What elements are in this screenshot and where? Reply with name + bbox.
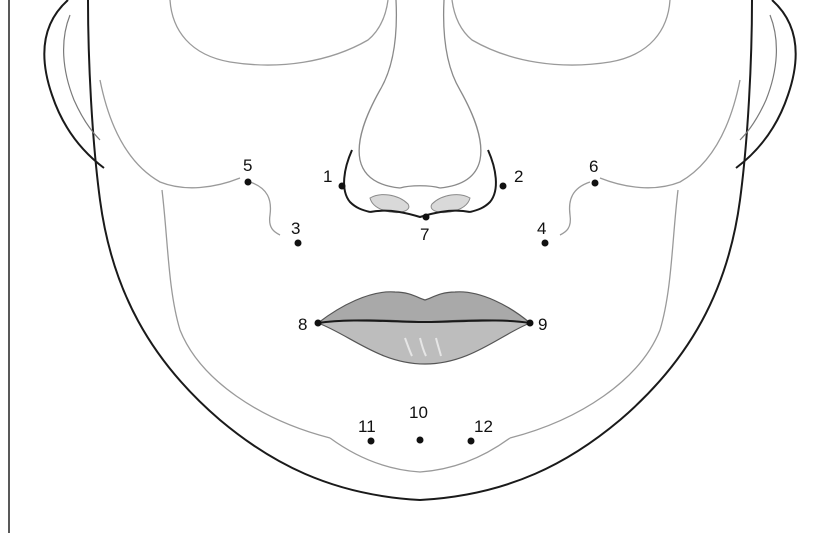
landmark-label-7: 7 bbox=[420, 225, 429, 244]
left-ear bbox=[44, 0, 104, 168]
landmark-label-11: 11 bbox=[358, 417, 376, 436]
right-ear-inner bbox=[740, 15, 776, 140]
landmark-dot-3 bbox=[295, 240, 302, 247]
landmark-dot-9 bbox=[527, 320, 534, 327]
landmark-dot-7 bbox=[423, 214, 430, 221]
landmark-label-4: 4 bbox=[537, 219, 546, 238]
landmark-dot-6 bbox=[592, 180, 599, 187]
landmark-dot-12 bbox=[468, 438, 475, 445]
upper-lip bbox=[318, 292, 530, 323]
landmark-label-8: 8 bbox=[298, 315, 307, 334]
landmark-label-12: 12 bbox=[474, 417, 493, 436]
right-ear bbox=[736, 0, 796, 168]
lower-lip bbox=[318, 320, 530, 364]
nose-base bbox=[370, 211, 470, 217]
right-zygoma-line bbox=[600, 80, 740, 188]
left-nostril bbox=[370, 195, 409, 213]
landmark-dot-5 bbox=[245, 179, 252, 186]
nose-tip bbox=[400, 186, 440, 188]
landmark-label-9: 9 bbox=[538, 315, 547, 334]
landmark-label-10: 10 bbox=[409, 403, 428, 422]
landmark-dot-10 bbox=[417, 437, 424, 444]
nose-bridge bbox=[359, 0, 481, 188]
face-outline bbox=[88, 0, 752, 500]
landmark-dot-2 bbox=[500, 183, 507, 190]
right-nostril bbox=[431, 195, 470, 213]
left-maxilla-line bbox=[250, 182, 280, 235]
right-maxilla-line bbox=[560, 182, 590, 235]
landmark-dot-1 bbox=[339, 183, 346, 190]
landmark-label-1: 1 bbox=[323, 167, 332, 186]
landmark-label-5: 5 bbox=[243, 156, 252, 175]
landmark-label-6: 6 bbox=[589, 157, 598, 176]
landmark-label-2: 2 bbox=[514, 167, 523, 186]
landmark-label-3: 3 bbox=[291, 219, 300, 238]
landmark-dot-11 bbox=[368, 438, 375, 445]
left-zygoma-line bbox=[100, 80, 240, 188]
right-orbit-line bbox=[452, 0, 670, 65]
left-jaw-bone-line bbox=[162, 190, 330, 438]
left-orbit-line bbox=[170, 0, 388, 65]
left-nasal-ala bbox=[344, 150, 370, 212]
landmark-dot-4 bbox=[542, 240, 549, 247]
left-ear-inner bbox=[64, 15, 100, 140]
right-nasal-ala bbox=[470, 150, 496, 212]
right-jaw-bone-line bbox=[510, 190, 678, 438]
landmark-dot-8 bbox=[315, 320, 322, 327]
